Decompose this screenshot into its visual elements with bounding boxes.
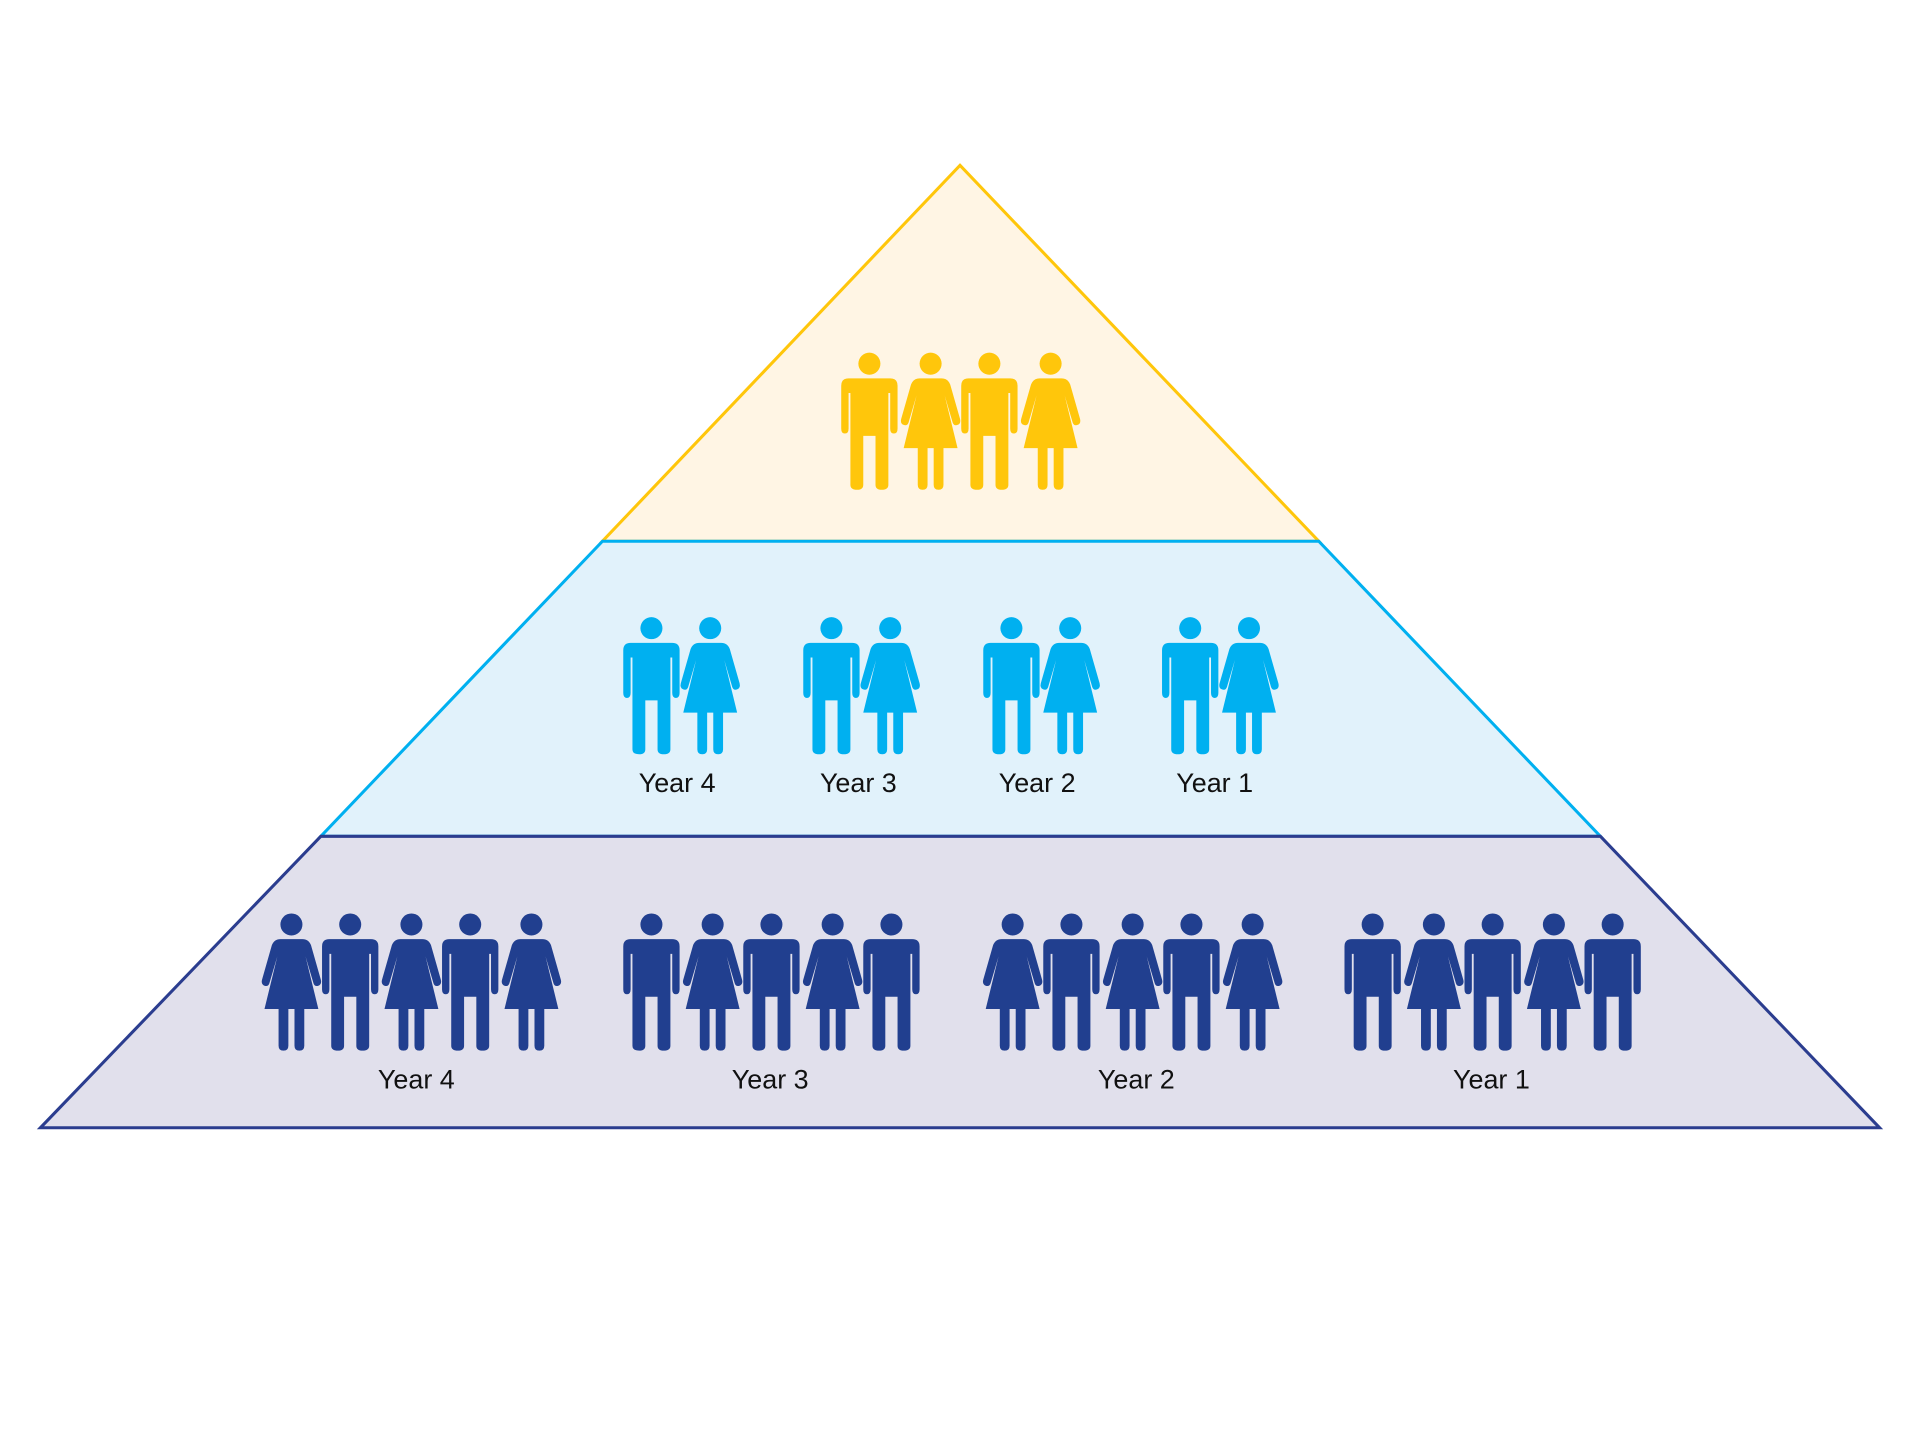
middle-label-year-2: Year 2	[999, 768, 1076, 798]
pyramid-middle-tier	[317, 539, 1604, 838]
bottom-label-year-3: Year 3	[732, 1065, 809, 1095]
middle-label-year-3: Year 3	[820, 768, 897, 798]
middle-label-year-4: Year 4	[639, 768, 716, 798]
pyramid-top-tier	[598, 163, 1323, 543]
bottom-label-year-4: Year 4	[378, 1065, 455, 1095]
bottom-label-year-1: Year 1	[1453, 1065, 1530, 1095]
pyramid-bottom-tier	[36, 834, 1884, 1130]
middle-label-year-1: Year 1	[1176, 768, 1253, 798]
bottom-label-year-2: Year 2	[1098, 1065, 1175, 1095]
